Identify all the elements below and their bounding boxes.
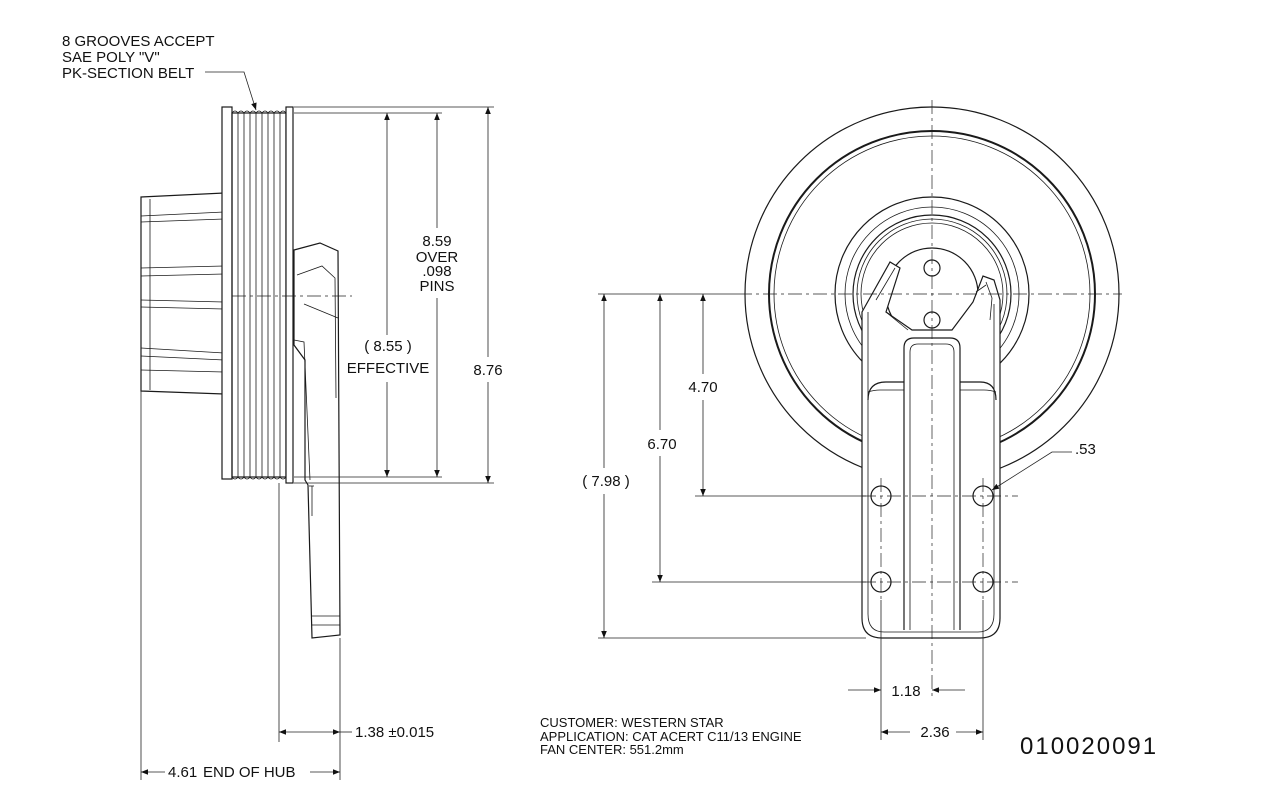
application-info: APPLICATION: CAT ACERT C11/13 ENGINE — [540, 729, 802, 744]
over-pins-word1: OVER — [416, 249, 459, 266]
rear-flange — [221, 106, 233, 480]
end-of-hub-label: END OF HUB — [203, 764, 296, 781]
part-number: 010020091 — [1020, 733, 1158, 760]
customer-info: CUSTOMER: WESTERN STAR — [540, 715, 724, 730]
front-flange — [285, 106, 294, 484]
effective-value: ( 8.55 ) — [364, 338, 412, 355]
over-pins-word3: PINS — [419, 278, 454, 295]
spacing-236: 2.36 — [920, 724, 949, 741]
height-670: 6.70 — [647, 436, 676, 453]
pulley-grooves — [231, 110, 287, 480]
effective-label: EFFECTIVE — [347, 360, 430, 377]
over-pins-value: 8.59 — [422, 233, 451, 250]
outer-diameter: 8.76 — [473, 362, 502, 379]
groove-note-line1: 8 GROOVES ACCEPT — [62, 33, 215, 50]
hole-diameter: .53 — [1075, 441, 1096, 458]
hub-offset: 1.38 ±0.015 — [355, 724, 434, 741]
side-view — [140, 71, 494, 780]
height-470: 4.70 — [688, 379, 717, 396]
hub-body — [140, 192, 225, 395]
groove-note-line2: SAE POLY "V" — [62, 49, 160, 66]
over-pins-word2: .098 — [422, 263, 451, 280]
front-view — [598, 100, 1122, 740]
fan-center-info: FAN CENTER: 551.2mm — [540, 742, 684, 757]
height-798: ( 7.98 ) — [582, 473, 630, 490]
end-of-hub-value: 4.61 — [168, 764, 197, 781]
bracket-side-profile — [293, 242, 341, 639]
spacing-118: 1.18 — [891, 683, 920, 700]
groove-note-line3: PK-SECTION BELT — [62, 65, 194, 82]
